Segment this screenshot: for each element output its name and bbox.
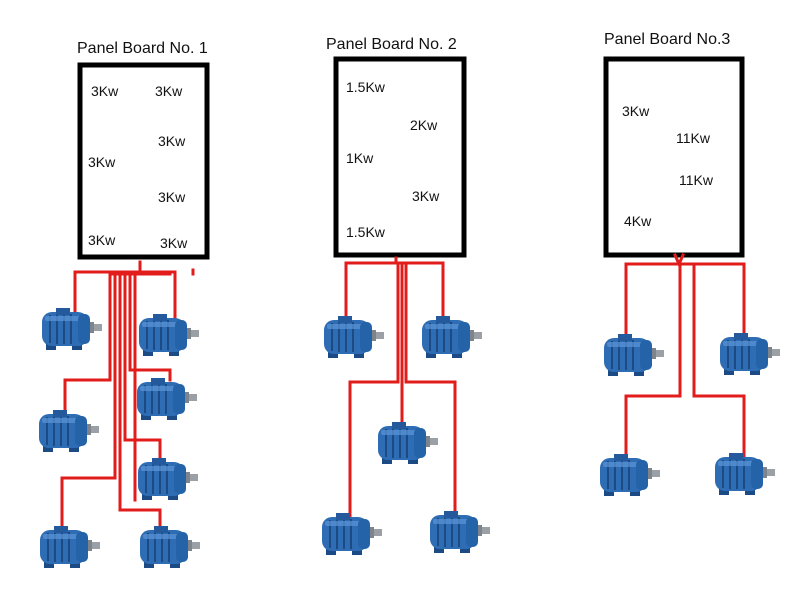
panel-board-2: Panel Board No. 2 1.5Kw 2Kw 1Kw 3Kw 1.5K…	[321, 36, 491, 556]
motor-icon	[719, 332, 781, 376]
panel-3-box	[603, 56, 745, 258]
panel-1-load: 3Kw	[88, 232, 116, 248]
panel-2-title: Panel Board No. 2	[326, 36, 457, 53]
panel-2-load: 1.5Kw	[346, 79, 386, 95]
panel-2-load: 1Kw	[346, 150, 374, 166]
panel-1-load: 3Kw	[158, 189, 186, 205]
panel-board-1: Panel Board No. 1 3Kw 3Kw 3Kw 3Kw 3Kw 3K…	[38, 40, 210, 569]
motor-icon	[41, 307, 103, 351]
motor-icon	[38, 409, 100, 453]
panel-1-load: 3Kw	[158, 133, 186, 149]
panel-2-load: 3Kw	[412, 188, 440, 204]
panel-3-load: 3Kw	[622, 103, 650, 119]
panel-1-load: 3Kw	[88, 154, 116, 170]
panel-1-load: 3Kw	[160, 235, 188, 251]
motor-icon	[599, 453, 661, 497]
panel-2-wiring	[344, 256, 457, 518]
motor-icon	[39, 525, 101, 569]
motor-icon	[714, 452, 776, 496]
panel-3-load: 4Kw	[624, 213, 652, 229]
panel-2-load: 1.5Kw	[346, 224, 386, 240]
motor-icon	[421, 315, 483, 359]
panel-1-box	[77, 62, 210, 260]
motor-icon	[323, 315, 385, 359]
motor-icon	[137, 457, 199, 501]
panel-3-title: Panel Board No.3	[604, 31, 730, 48]
motor-icon	[136, 377, 198, 421]
panel-3-load: 11Kw	[679, 172, 714, 188]
panel-2-load: 2Kw	[410, 117, 438, 133]
panel-1-title: Panel Board No. 1	[77, 40, 208, 57]
motor-icon	[429, 510, 491, 554]
panel-2-box	[333, 56, 467, 258]
panel-3-wiring	[624, 253, 746, 458]
panel-board-3: Panel Board No.3 3Kw 11Kw 11Kw 4Kw	[599, 31, 781, 497]
panel-1-load: 3Kw	[155, 83, 183, 99]
panel-3-load: 11Kw	[676, 130, 711, 146]
motor-icon	[603, 333, 665, 377]
motor-icon	[138, 313, 200, 357]
panel-1-load: 3Kw	[91, 83, 119, 99]
motor-icon	[321, 512, 383, 556]
panel-1-wiring	[60, 260, 195, 532]
motor-icon	[377, 421, 439, 465]
